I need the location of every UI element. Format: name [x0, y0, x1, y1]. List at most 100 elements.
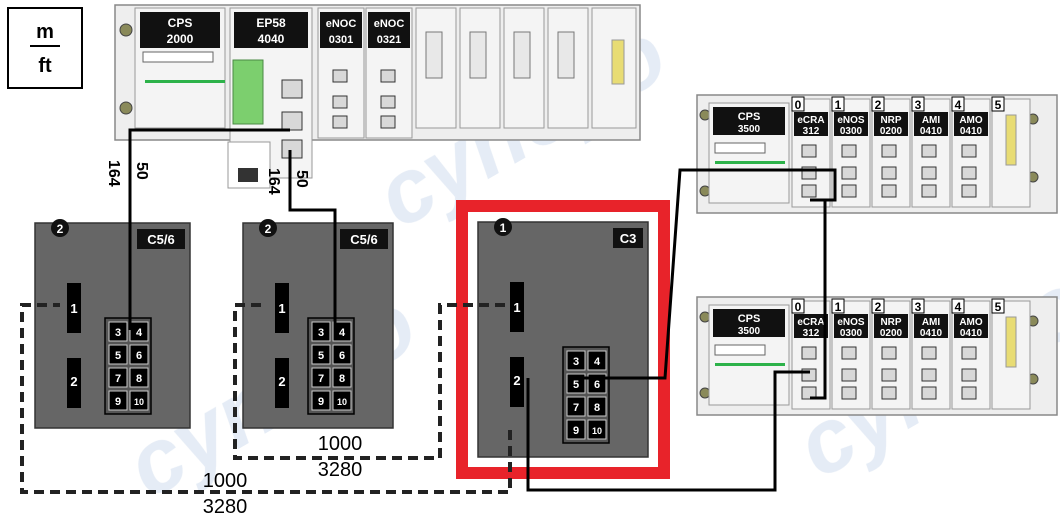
slot-number: 0 [795, 300, 802, 314]
switch-type-label: C3 [620, 231, 637, 246]
ethernet-port-4[interactable] [129, 321, 149, 342]
cable-remote-1-to-remote-2 [810, 198, 827, 400]
inner-distance-m: 1000 [318, 433, 363, 455]
slot-number: 5 [995, 300, 1002, 314]
unit-legend: m ft [7, 7, 83, 89]
port-label: 6 [594, 379, 600, 391]
svg-text:eNOC: eNOC [326, 18, 357, 30]
fiber-port-2[interactable] [510, 357, 524, 407]
ethernet-port-8[interactable] [587, 396, 607, 417]
slot-model: 0410 [960, 328, 983, 339]
ethernet-port-10[interactable] [129, 390, 149, 411]
port-label: 8 [594, 402, 600, 414]
io-modules [415, 7, 637, 129]
svg-text:0321: 0321 [377, 34, 401, 46]
copper-cables [128, 128, 837, 492]
ethernet-port-8[interactable] [129, 367, 149, 388]
remote-rack-2: CPS35000eCRA3121eNOS03002NRP02003AMI0410… [696, 296, 1058, 416]
port-label: 4 [594, 356, 601, 368]
ethernet-port-7[interactable] [311, 367, 331, 388]
ethernet-port-8[interactable] [332, 367, 352, 388]
slot-model: 312 [803, 328, 820, 339]
slot-number: 3 [915, 98, 922, 112]
module-ep58-4040: EP58 4040 [227, 7, 313, 189]
fiber-port-label: 1 [513, 300, 520, 315]
slot-model: 0410 [920, 126, 943, 137]
ethernet-port-3[interactable] [108, 321, 128, 342]
port-label: 5 [318, 350, 324, 362]
slot-number: 4 [955, 300, 962, 314]
port-label: 7 [115, 373, 121, 385]
ethernet-port-9[interactable] [311, 390, 331, 411]
cable-main-to-switch-1 [128, 128, 290, 330]
port-label: 9 [115, 396, 121, 408]
ethernet-port-3[interactable] [566, 350, 586, 371]
ethernet-port-3[interactable] [311, 321, 331, 342]
port-label: 4 [136, 327, 143, 339]
slot-model: 0200 [880, 328, 903, 339]
cable-switch-3-to-remote-2 [526, 370, 810, 492]
module-enoc-0301: eNOC 0301 [317, 7, 365, 139]
slot-model: 0410 [960, 126, 983, 137]
ethernet-port-7[interactable] [108, 367, 128, 388]
slot-label: eCRA [797, 317, 824, 328]
remote-cps-label: CPS [738, 111, 761, 123]
ethernet-port-4[interactable] [587, 350, 607, 371]
unit-top: m [36, 21, 54, 43]
fiber-port-2[interactable] [67, 358, 81, 408]
ethernet-port-4[interactable] [332, 321, 352, 342]
slot-number: 5 [995, 98, 1002, 112]
slot-label: NRP [880, 115, 901, 126]
port-label: 4 [339, 327, 346, 339]
svg-text:0301: 0301 [329, 34, 353, 46]
fiber-port-1[interactable] [510, 282, 524, 332]
remote-slot-5: 5 [991, 96, 1031, 208]
main-rack: CPS 2000 EP58 4040 eNOC 0301 [114, 4, 641, 189]
module-enoc-0321: eNOC 0321 [365, 7, 413, 139]
fiber-port-label: 2 [70, 374, 77, 389]
ethernet-port-10[interactable] [332, 390, 352, 411]
slot-label: NRP [880, 317, 901, 328]
slot-model: 312 [803, 126, 820, 137]
ethernet-port-9[interactable] [108, 390, 128, 411]
slot-number: 3 [915, 300, 922, 314]
port-label: 10 [134, 397, 144, 407]
svg-text:164: 164 [105, 160, 122, 187]
fiber-port-2[interactable] [275, 358, 289, 408]
ethernet-port-7[interactable] [566, 396, 586, 417]
outer-distance-ft: 3280 [203, 496, 248, 518]
slot-number: 2 [875, 300, 882, 314]
svg-text:CPS: CPS [168, 16, 193, 30]
port-label: 6 [136, 350, 142, 362]
ethernet-port-6[interactable] [332, 344, 352, 365]
fiber-port-label: 2 [513, 373, 520, 388]
fiber-port-1[interactable] [275, 283, 289, 333]
switch-marker: 1 [500, 221, 507, 235]
svg-text:50: 50 [133, 162, 150, 180]
ethernet-port-5[interactable] [108, 344, 128, 365]
ethernet-port-9[interactable] [566, 419, 586, 440]
port-label: 6 [339, 350, 345, 362]
ethernet-port-5[interactable] [311, 344, 331, 365]
ethernet-port-10[interactable] [587, 419, 607, 440]
remote-cps-model: 3500 [738, 124, 761, 135]
fiber-port-label: 1 [70, 301, 77, 316]
port-label: 8 [339, 373, 345, 385]
slot-label: eNOS [837, 317, 865, 328]
module-cps-2000: CPS 2000 [134, 7, 226, 129]
svg-text:eNOC: eNOC [374, 18, 405, 30]
ethernet-port-6[interactable] [129, 344, 149, 365]
slot-label: AMO [959, 115, 983, 126]
remote-racks: CPS35000eCRA3121eNOS03002NRP02003AMI0410… [696, 94, 1058, 416]
fiber-port-1[interactable] [67, 283, 81, 333]
slot-model: 0300 [840, 328, 863, 339]
